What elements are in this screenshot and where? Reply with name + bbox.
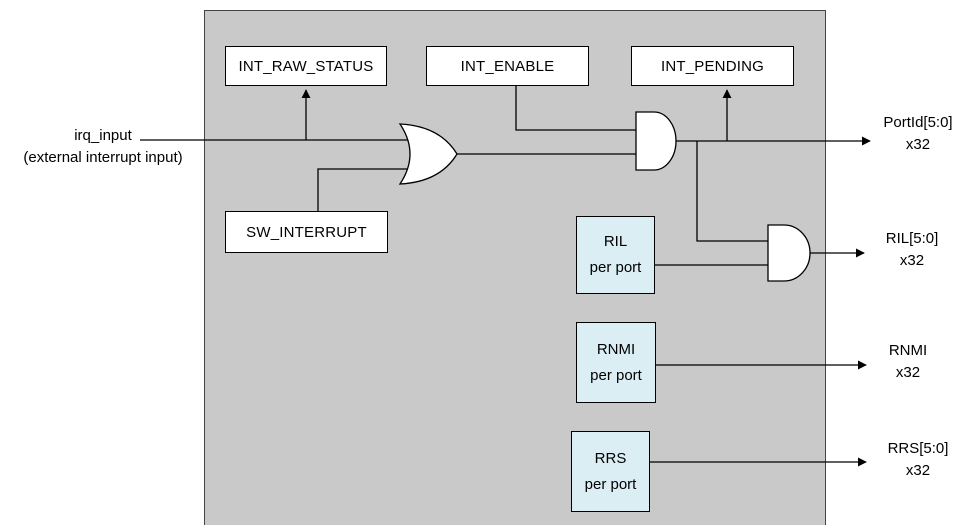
portid-output-label: PortId[5:0] x32 (868, 112, 968, 156)
ril-per-port-name: RIL (603, 233, 628, 250)
portid-output-name: PortId[5:0] (883, 114, 953, 131)
int-raw-status-label: INT_RAW_STATUS (238, 57, 374, 75)
rrs-per-port-sub: per port (584, 475, 637, 493)
or-gate (398, 123, 458, 185)
int-pending-register: INT_PENDING (631, 46, 794, 86)
rrs-output-label: RRS[5:0] x32 (868, 438, 968, 482)
rnmi-output-mult: x32 (895, 364, 921, 381)
rrs-output-mult: x32 (905, 462, 931, 479)
sw-interrupt-label: SW_INTERRUPT (246, 223, 367, 241)
rnmi-per-port-name: RNMI (596, 340, 636, 358)
rrs-per-port-block: RRS per port (571, 431, 650, 512)
int-enable-label: INT_ENABLE (460, 57, 555, 75)
int-pending-label: INT_PENDING (660, 57, 765, 75)
irq-input-description: (external interrupt input) (23, 149, 183, 166)
ril-per-port-sub: per port (589, 259, 642, 276)
irq-input-name: irq_input (74, 127, 132, 144)
enable-wire (515, 86, 636, 131)
rnmi-per-port-sub: per port (590, 366, 642, 384)
and-gate-primary (635, 111, 677, 171)
int-raw-status-register: INT_RAW_STATUS (225, 46, 387, 86)
ril-output-name: RIL[5:0] (885, 230, 939, 247)
and2-input-wire (696, 141, 768, 242)
ril-per-port-block: RIL per port (576, 216, 655, 294)
ril-output-mult: x32 (899, 252, 925, 269)
int-enable-register: INT_ENABLE (426, 46, 589, 86)
and-gate-ril (767, 224, 811, 282)
sw-interrupt-register: SW_INTERRUPT (225, 211, 388, 253)
sw-interrupt-wire (317, 168, 413, 211)
irq-input-label: irq_input (external interrupt input) (0, 125, 206, 169)
rnmi-per-port-block: RNMI per port (576, 322, 656, 403)
portid-output-mult: x32 (905, 136, 931, 153)
rnmi-output-name: RNMI (888, 342, 928, 359)
ril-output-label: RIL[5:0] x32 (862, 228, 962, 272)
rnmi-output-label: RNMI x32 (858, 340, 958, 384)
rrs-output-name: RRS[5:0] (887, 440, 949, 457)
rrs-per-port-name: RRS (594, 449, 627, 467)
